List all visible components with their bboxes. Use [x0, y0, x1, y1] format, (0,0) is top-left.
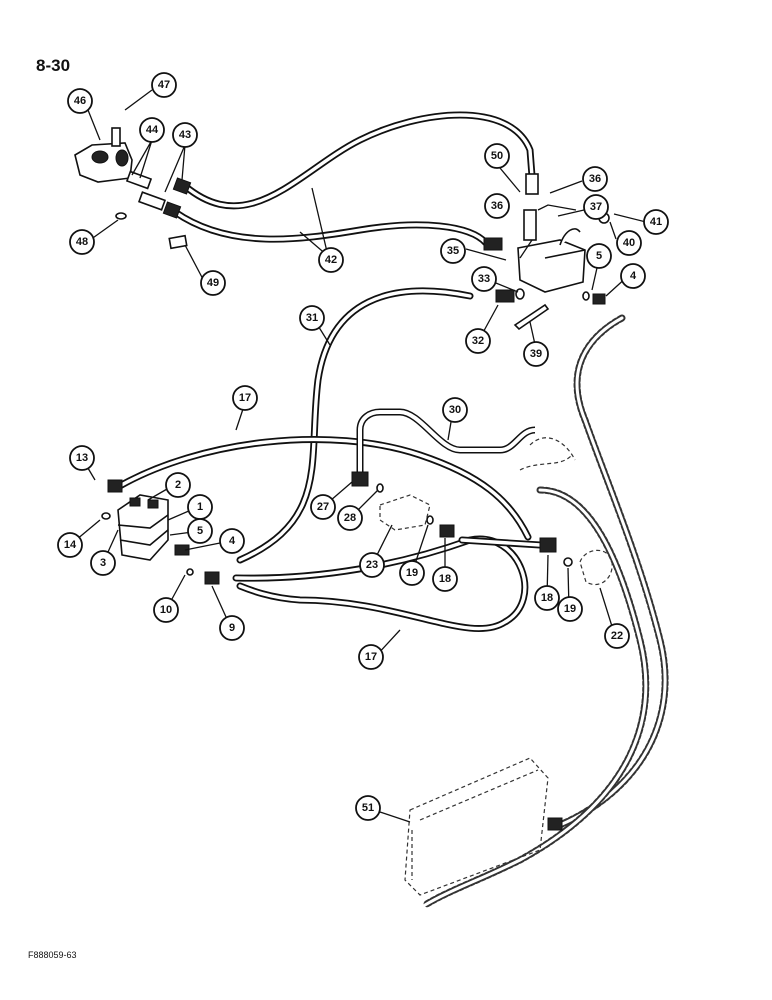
callout-33: 33 [471, 266, 497, 292]
callout-35: 35 [440, 238, 466, 264]
callout-19-left: 19 [399, 560, 425, 586]
callout-39: 39 [523, 341, 549, 367]
svg-text:33: 33 [478, 273, 490, 285]
svg-text:41: 41 [650, 216, 662, 228]
callout-1: 1 [187, 494, 213, 520]
callout-49: 49 [200, 270, 226, 296]
svg-text:49: 49 [207, 277, 219, 289]
callout-4-mid: 4 [219, 528, 245, 554]
callout-17-top: 17 [232, 385, 258, 411]
svg-text:10: 10 [160, 604, 172, 616]
callout-19-right: 19 [557, 596, 583, 622]
callout-3: 3 [90, 550, 116, 576]
valve-23 [379, 494, 455, 538]
callout-27: 27 [310, 494, 336, 520]
callout-37: 37 [583, 194, 609, 220]
svg-text:40: 40 [623, 237, 635, 249]
callout-30: 30 [442, 397, 468, 423]
callout-4-top: 4 [620, 263, 646, 289]
svg-text:46: 46 [74, 95, 86, 107]
svg-text:30: 30 [449, 404, 461, 416]
svg-text:19: 19 [406, 567, 418, 579]
svg-text:19: 19 [564, 603, 576, 615]
callout-40: 40 [616, 230, 642, 256]
svg-text:13: 13 [76, 452, 88, 464]
svg-text:4: 4 [229, 535, 236, 547]
callout-18-right: 18 [534, 585, 560, 611]
svg-text:1: 1 [197, 501, 203, 513]
callout-47: 47 [151, 72, 177, 98]
control-valve-46 [74, 127, 133, 183]
parts [74, 127, 613, 896]
svg-text:36: 36 [491, 200, 503, 212]
svg-text:37: 37 [590, 201, 602, 213]
callout-46: 46 [67, 88, 93, 114]
svg-text:43: 43 [179, 129, 191, 141]
svg-text:32: 32 [472, 335, 484, 347]
callout-5-top: 5 [586, 243, 612, 269]
svg-text:31: 31 [306, 312, 318, 324]
svg-text:48: 48 [76, 236, 88, 248]
svg-text:14: 14 [64, 539, 77, 551]
callout-36-a: 36 [582, 166, 608, 192]
callout-50: 50 [484, 143, 510, 169]
oil-cooler-51 [404, 757, 563, 896]
callout-48: 48 [69, 229, 95, 255]
svg-text:17: 17 [365, 651, 377, 663]
svg-text:23: 23 [366, 559, 378, 571]
callout-22: 22 [604, 623, 630, 649]
svg-text:4: 4 [630, 270, 637, 282]
callout-28: 28 [337, 505, 363, 531]
callout-41: 41 [643, 209, 669, 235]
page-number: 8-30 [36, 56, 71, 75]
callout-23: 23 [359, 552, 385, 578]
svg-text:2: 2 [175, 479, 181, 491]
callout-51: 51 [355, 795, 381, 821]
figure-code: F888059-63 [28, 950, 77, 960]
callout-31: 31 [299, 305, 325, 331]
svg-text:44: 44 [146, 124, 159, 136]
svg-text:42: 42 [325, 254, 337, 266]
callout-18-left: 18 [432, 566, 458, 592]
callout-44: 44 [139, 117, 165, 143]
callout-13: 13 [69, 445, 95, 471]
svg-text:47: 47 [158, 79, 170, 91]
pump-1 [101, 479, 220, 585]
svg-text:17: 17 [239, 392, 251, 404]
callouts: 47 46 44 43 48 49 42 50 36 37 41 36 40 3… [57, 72, 669, 821]
cooler-lines [421, 314, 669, 909]
svg-text:28: 28 [344, 512, 356, 524]
callout-36-b: 36 [484, 193, 510, 219]
svg-text:35: 35 [447, 245, 459, 257]
svg-text:9: 9 [229, 622, 235, 634]
svg-text:50: 50 [491, 150, 503, 162]
svg-text:51: 51 [362, 802, 374, 814]
svg-text:27: 27 [317, 501, 329, 513]
callout-43: 43 [172, 122, 198, 148]
valve-block-35 [483, 173, 610, 331]
callout-17-bottom: 17 [358, 644, 384, 670]
svg-text:5: 5 [596, 250, 602, 262]
svg-text:3: 3 [100, 557, 106, 569]
svg-text:39: 39 [530, 348, 542, 360]
callout-10: 10 [153, 597, 179, 623]
callout-32: 32 [465, 328, 491, 354]
svg-text:36: 36 [589, 173, 601, 185]
callout-14: 14 [57, 532, 83, 558]
callout-9: 9 [219, 615, 245, 641]
svg-text:5: 5 [197, 525, 203, 537]
svg-text:18: 18 [439, 573, 451, 585]
callout-42: 42 [318, 247, 344, 273]
svg-text:18: 18 [541, 592, 553, 604]
callout-5-mid: 5 [187, 518, 213, 544]
svg-text:22: 22 [611, 630, 623, 642]
callout-2: 2 [165, 472, 191, 498]
steel-tube-30 [356, 408, 536, 475]
